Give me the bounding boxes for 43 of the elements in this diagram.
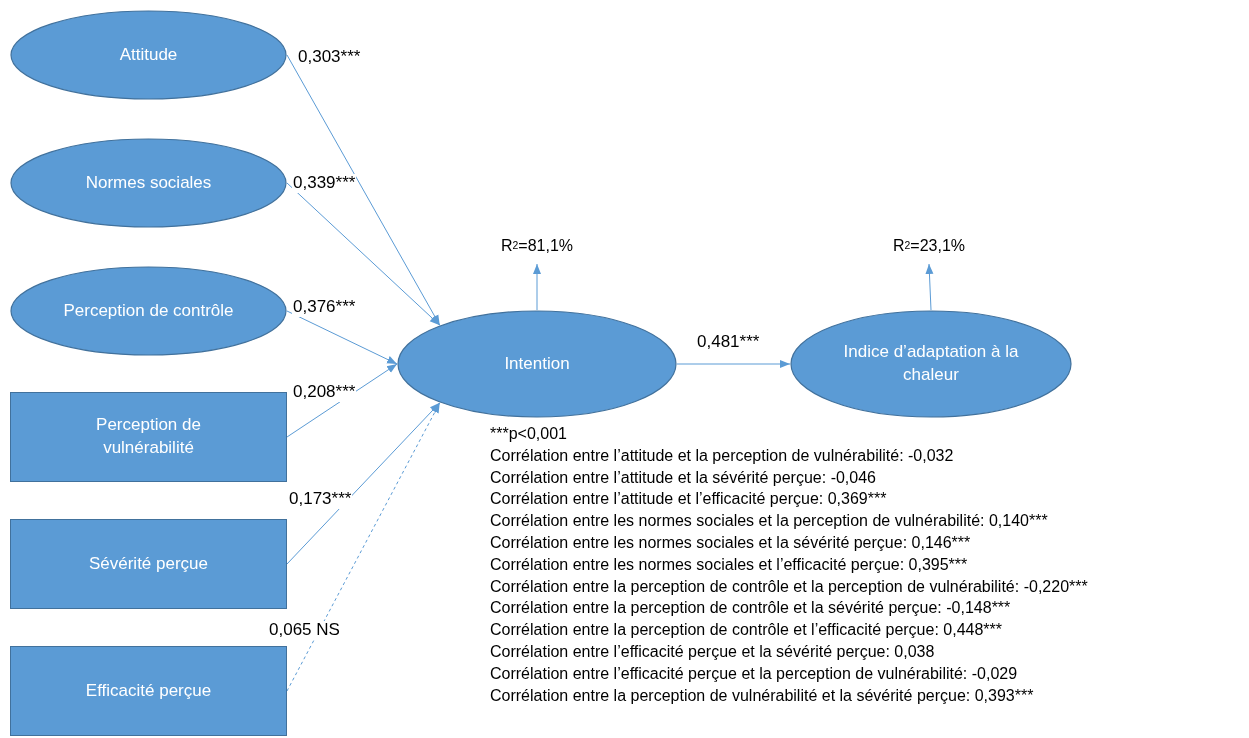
variable-ellipse — [10, 10, 287, 100]
variable-box — [10, 519, 287, 609]
variable-name: Indice d’adaptation à la chaleur — [842, 341, 1020, 386]
edge-label: 0,303*** — [297, 48, 362, 67]
edge-label: 0,339*** — [292, 174, 357, 193]
arrow — [676, 360, 791, 368]
edge-label: 0,376*** — [292, 298, 357, 317]
variable-ellipse — [397, 310, 677, 418]
arrow — [925, 263, 934, 311]
correlation-note: Corrélation entre les normes sociales et la perception de vulnérabilité: 0,140*** — [490, 512, 1048, 531]
arrow — [533, 263, 541, 311]
variable-ellipse — [790, 310, 1072, 418]
variable-box — [10, 646, 287, 736]
edge-label: 0,065 NS — [268, 621, 341, 640]
arrow — [286, 310, 398, 365]
variable-box — [10, 392, 287, 482]
correlation-note: Corrélation entre l’efficacité perçue et la sévérité perçue: 0,038 — [490, 643, 935, 662]
correlation-note: Corrélation entre la perception de contrôle et la sévérité perçue: -0,148*** — [490, 599, 1011, 618]
correlation-note: Corrélation entre l’attitude et la perception de vulnérabilité: -0,032 — [490, 446, 954, 466]
correlation-note: Corrélation entre la perception de contrôle et l’efficacité perçue: 0,448*** — [490, 621, 1002, 640]
variable-name: Efficacité perçue — [85, 679, 212, 702]
edge-label: 0,173*** — [288, 490, 353, 509]
correlation-note: Corrélation entre les normes sociales et la sévérité perçue: 0,146*** — [490, 534, 971, 553]
correlation-note: Corrélation entre l’efficacité perçue et la perception de vulnérabilité: -0,029 — [490, 664, 1018, 684]
variable-name: Perception de contrôle — [63, 299, 234, 322]
variable-name: Intention — [504, 352, 570, 375]
arrow — [286, 54, 441, 326]
correlation-note: Corrélation entre les normes sociales et l’efficacité perçue: 0,395*** — [490, 555, 968, 575]
arrow — [286, 402, 441, 565]
variable-name: Attitude — [119, 43, 178, 66]
correlation-note: Corrélation entre la perception de vulnérabilité et la sévérité perçue: 0,393*** — [490, 686, 1034, 705]
variable-ellipse — [10, 138, 287, 228]
edge-label: 0,481*** — [696, 333, 761, 352]
correlation-note: Corrélation entre la perception de contrôle et la perception de vulnérabilité: -0,220*** — [490, 577, 1088, 596]
arrow — [286, 402, 441, 692]
variable-name: Perception de vulnérabilité — [95, 414, 202, 459]
correlation-note: Corrélation entre l’attitude et la sévérité perçue: -0,046 — [490, 468, 876, 487]
variable-ellipse — [10, 266, 287, 356]
variable-name: Sévérité perçue — [88, 552, 209, 575]
variable-name: Normes sociales — [85, 171, 212, 194]
arrow — [286, 182, 441, 326]
edge-label: 0,208*** — [292, 383, 357, 402]
correlation-note: Corrélation entre l’attitude et l’efficacité perçue: 0,369*** — [490, 490, 887, 509]
